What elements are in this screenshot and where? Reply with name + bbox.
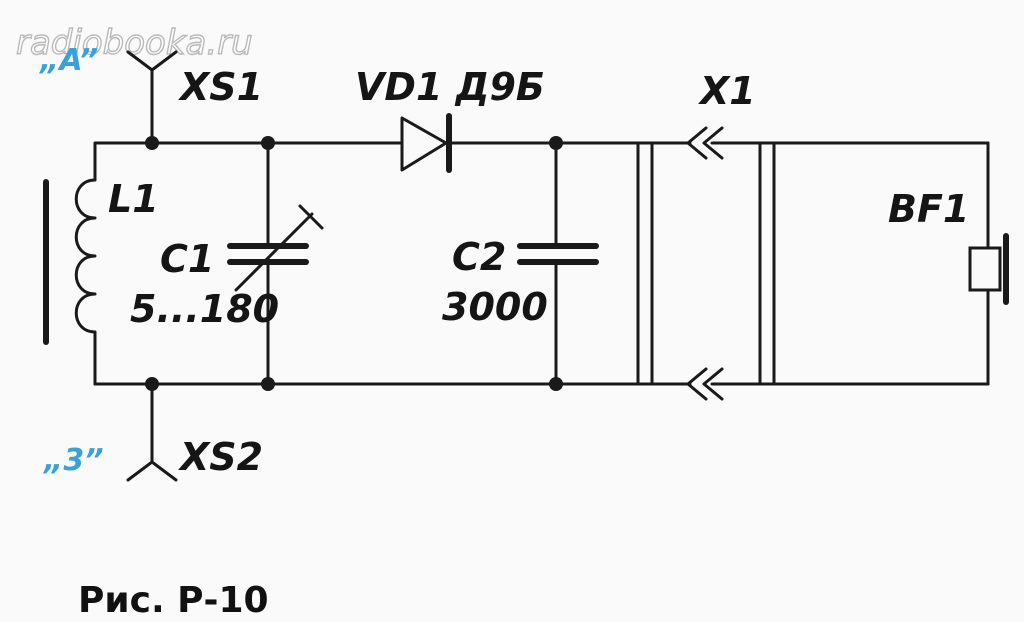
label-c2: C2 (452, 235, 506, 279)
label-xs2: XS2 (178, 435, 263, 479)
label-x1: X1 (698, 69, 756, 113)
diode-vd1 (400, 113, 452, 173)
earphone-bf1 (968, 141, 1009, 386)
cable-left (636, 141, 654, 386)
label-antenna-mark: „A” (38, 43, 98, 78)
inductor-l1 (74, 141, 97, 386)
junction-dot (549, 136, 563, 150)
label-l1: L1 (108, 177, 159, 221)
antenna-socket-xs1 (126, 50, 178, 145)
junction-dot (261, 136, 275, 150)
connector-x1-bottom (686, 367, 724, 401)
label-xs1: XS1 (178, 65, 263, 109)
figure-caption: Рис. Р-10 (78, 580, 269, 621)
label-bf1: BF1 (888, 187, 969, 231)
ground-socket-xs2 (126, 382, 178, 482)
label-ground-mark: „3” (42, 443, 104, 478)
label-vd1: VD1 Д9Б (355, 65, 545, 109)
label-c1-value: 5...180 (130, 287, 279, 331)
cable-right (758, 141, 776, 386)
junction-dot (145, 377, 159, 391)
label-c1: C1 (160, 237, 214, 281)
connector-x1-top (686, 126, 724, 160)
junction-dot (549, 377, 563, 391)
watermark: radiobooka.ru (16, 23, 253, 63)
variable-capacitor-c1 (227, 141, 324, 386)
junction-dot (145, 136, 159, 150)
label-c2-value: 3000 (442, 285, 548, 329)
junction-dot (261, 377, 275, 391)
capacitor-c2 (517, 141, 599, 386)
